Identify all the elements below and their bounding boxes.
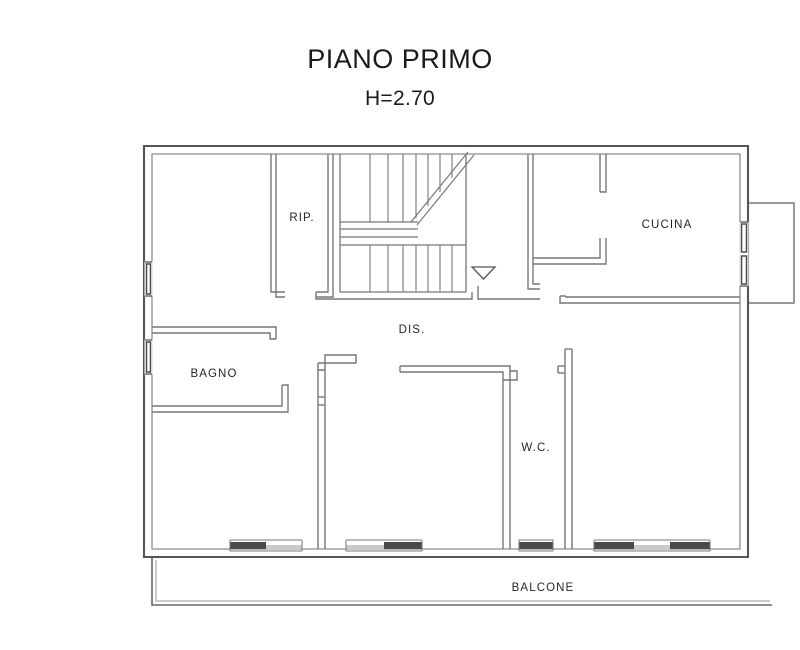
sliding-door-4 — [593, 539, 711, 552]
right-balcony-projection — [748, 202, 795, 304]
stair-direction-marker-icon — [470, 266, 497, 280]
room-label-wc: W.C. — [521, 442, 550, 454]
central-room-walls — [317, 354, 518, 549]
room-label-balcone: BALCONE — [512, 582, 575, 594]
interior-wall-rip-left — [270, 154, 285, 298]
room-labels: RIP. CUCINA DIS. BAGNO W.C. BALCONE — [190, 212, 693, 594]
window-left-upper — [144, 261, 153, 297]
wall-below-stairwell — [315, 292, 473, 300]
wc-right-wall — [557, 348, 573, 549]
sliding-door-2 — [345, 539, 423, 552]
stair-diagonal-railing — [410, 151, 475, 226]
window-left-lower — [144, 339, 153, 375]
room-label-bagno: BAGNO — [190, 368, 237, 380]
room-label-dis: DIS. — [399, 324, 426, 336]
interior-wall-rip-right — [316, 154, 334, 298]
stair-treads-lower — [340, 244, 466, 292]
stairwell — [339, 151, 497, 293]
sliding-doors-bottom — [229, 539, 711, 552]
room-label-cucina: CUCINA — [642, 219, 693, 231]
sliding-door-3 — [518, 539, 554, 552]
stair-treads-upper — [369, 154, 453, 222]
wall-bagno-bottom — [152, 384, 289, 413]
balcony-outline — [151, 557, 772, 606]
wall-cucina-bottom — [559, 295, 740, 304]
wall-dis-right-upper — [477, 286, 540, 300]
room-label-rip: RIP. — [289, 212, 314, 224]
sliding-door-1 — [229, 539, 303, 552]
exterior-wall — [142, 144, 750, 559]
window-right-cucina — [739, 221, 749, 287]
interior-room-left-of-cucina — [527, 154, 607, 290]
wall-bagno-top — [152, 326, 277, 340]
